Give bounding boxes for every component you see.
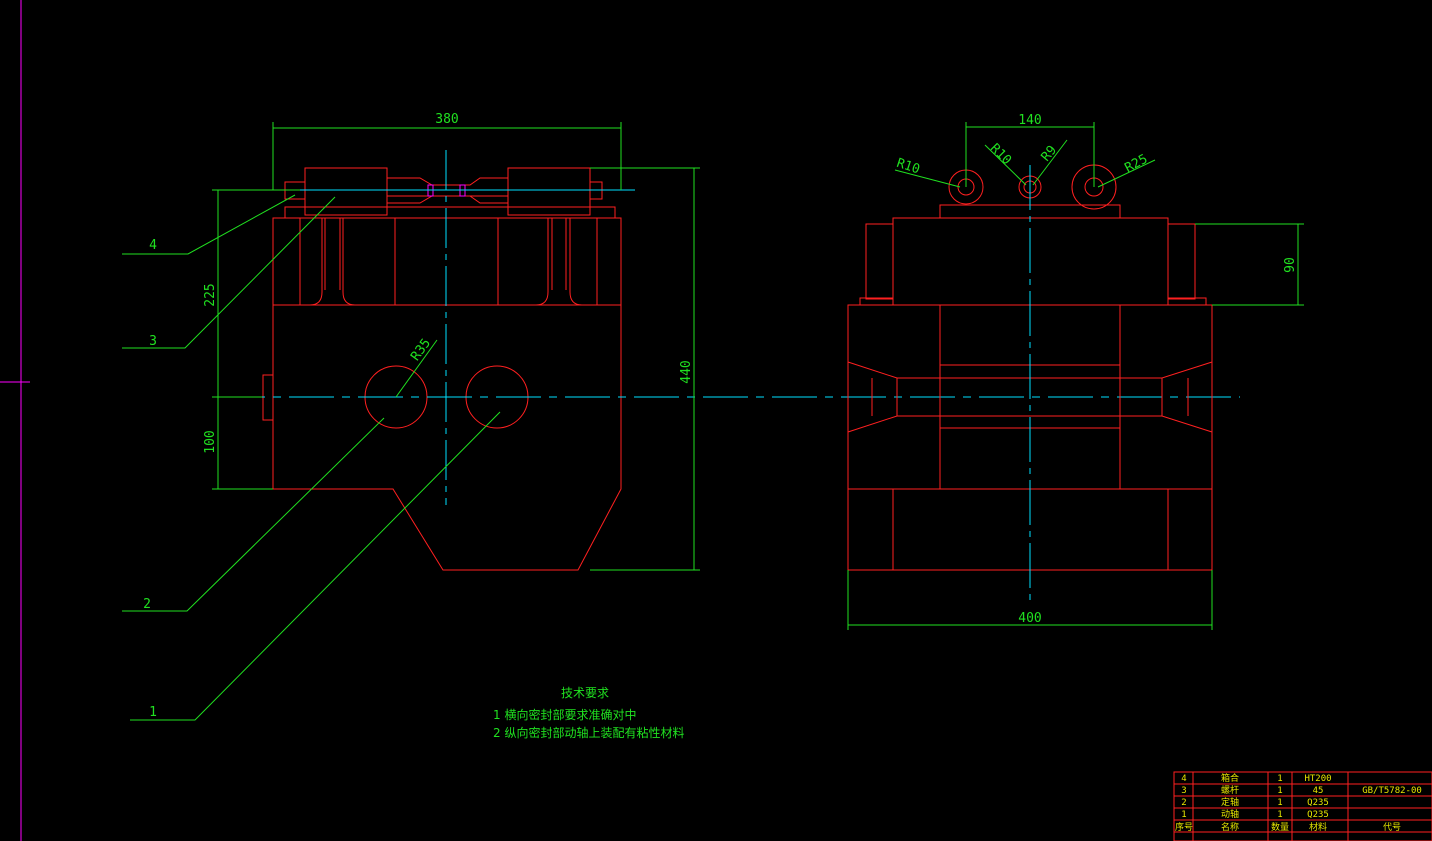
side-dimensions: 140 400 90 R10 R10 R9 R25 bbox=[847, 113, 1304, 630]
dim-400: 400 bbox=[1018, 611, 1041, 626]
row-1-no: 1 bbox=[1181, 810, 1186, 820]
dim-r10-left: R10 bbox=[895, 156, 922, 178]
side-view bbox=[847, 164, 1213, 600]
row-2-material: Q235 bbox=[1307, 798, 1329, 808]
leaders: 4 3 2 1 bbox=[122, 194, 501, 721]
row-1-name: 动轴 bbox=[1221, 808, 1239, 820]
row-4-no: 4 bbox=[1181, 774, 1186, 784]
dim-440: 440 bbox=[679, 360, 694, 383]
row-4-qty: 1 bbox=[1277, 774, 1282, 784]
dim-r10-mid: R10 bbox=[987, 141, 1014, 168]
drawing-frame bbox=[0, 0, 30, 841]
dim-90: 90 bbox=[1283, 257, 1298, 273]
row-1-qty: 1 bbox=[1277, 810, 1282, 820]
row-3-no: 3 bbox=[1181, 786, 1186, 796]
balloon-3: 3 bbox=[149, 334, 157, 349]
front-dimensions: 380 440 225 100 R35 bbox=[203, 112, 700, 571]
tech-req-item-1: 1 横向密封部要求准确对中 bbox=[493, 707, 636, 722]
row-2-qty: 1 bbox=[1277, 798, 1282, 808]
table-row: 1 动轴 1 Q235 bbox=[1181, 808, 1329, 820]
dim-r35: R35 bbox=[408, 336, 434, 364]
dim-140: 140 bbox=[1018, 113, 1041, 128]
tech-req-title: 技术要求 bbox=[561, 686, 609, 700]
technical-requirements: 技术要求 1 横向密封部要求准确对中 2 纵向密封部动轴上装配有粘性材料 bbox=[493, 686, 684, 740]
row-3-code: GB/T5782-00 bbox=[1362, 786, 1422, 796]
header-name: 名称 bbox=[1221, 821, 1239, 833]
header-material: 材料 bbox=[1309, 821, 1327, 833]
balloon-2: 2 bbox=[143, 597, 151, 612]
tech-req-item-2: 2 纵向密封部动轴上装配有粘性材料 bbox=[493, 725, 684, 740]
row-1-material: Q235 bbox=[1307, 810, 1329, 820]
balloon-4: 4 bbox=[149, 238, 157, 253]
row-4-name: 箱合 bbox=[1221, 772, 1239, 784]
row-3-name: 螺杆 bbox=[1221, 784, 1239, 796]
table-row: 2 定轴 1 Q235 bbox=[1181, 796, 1329, 808]
row-2-no: 2 bbox=[1181, 798, 1186, 808]
table-row: 3 螺杆 1 45 GB/T5782-00 bbox=[1181, 784, 1422, 796]
row-4-material: HT200 bbox=[1304, 774, 1331, 784]
header-no: 序号 bbox=[1175, 821, 1193, 833]
row-2-name: 定轴 bbox=[1221, 796, 1239, 808]
header-qty: 数量 bbox=[1271, 821, 1289, 833]
balloon-1: 1 bbox=[149, 705, 157, 720]
dim-380: 380 bbox=[435, 112, 458, 127]
table-header-row: 序号 名称 数量 材料 代号 bbox=[1175, 821, 1401, 833]
front-view bbox=[220, 150, 1240, 571]
dim-r9: R9 bbox=[1039, 143, 1061, 165]
parts-table: 4 箱合 1 HT200 3 螺杆 1 45 GB/T5782-00 2 定轴 … bbox=[1173, 771, 1432, 841]
header-code: 代号 bbox=[1383, 822, 1401, 833]
dim-r25: R25 bbox=[1122, 152, 1150, 176]
table-row: 4 箱合 1 HT200 bbox=[1181, 772, 1331, 784]
row-3-material: 45 bbox=[1313, 786, 1324, 796]
dim-100: 100 bbox=[203, 430, 218, 453]
row-3-qty: 1 bbox=[1277, 786, 1282, 796]
dim-225: 225 bbox=[203, 283, 218, 306]
